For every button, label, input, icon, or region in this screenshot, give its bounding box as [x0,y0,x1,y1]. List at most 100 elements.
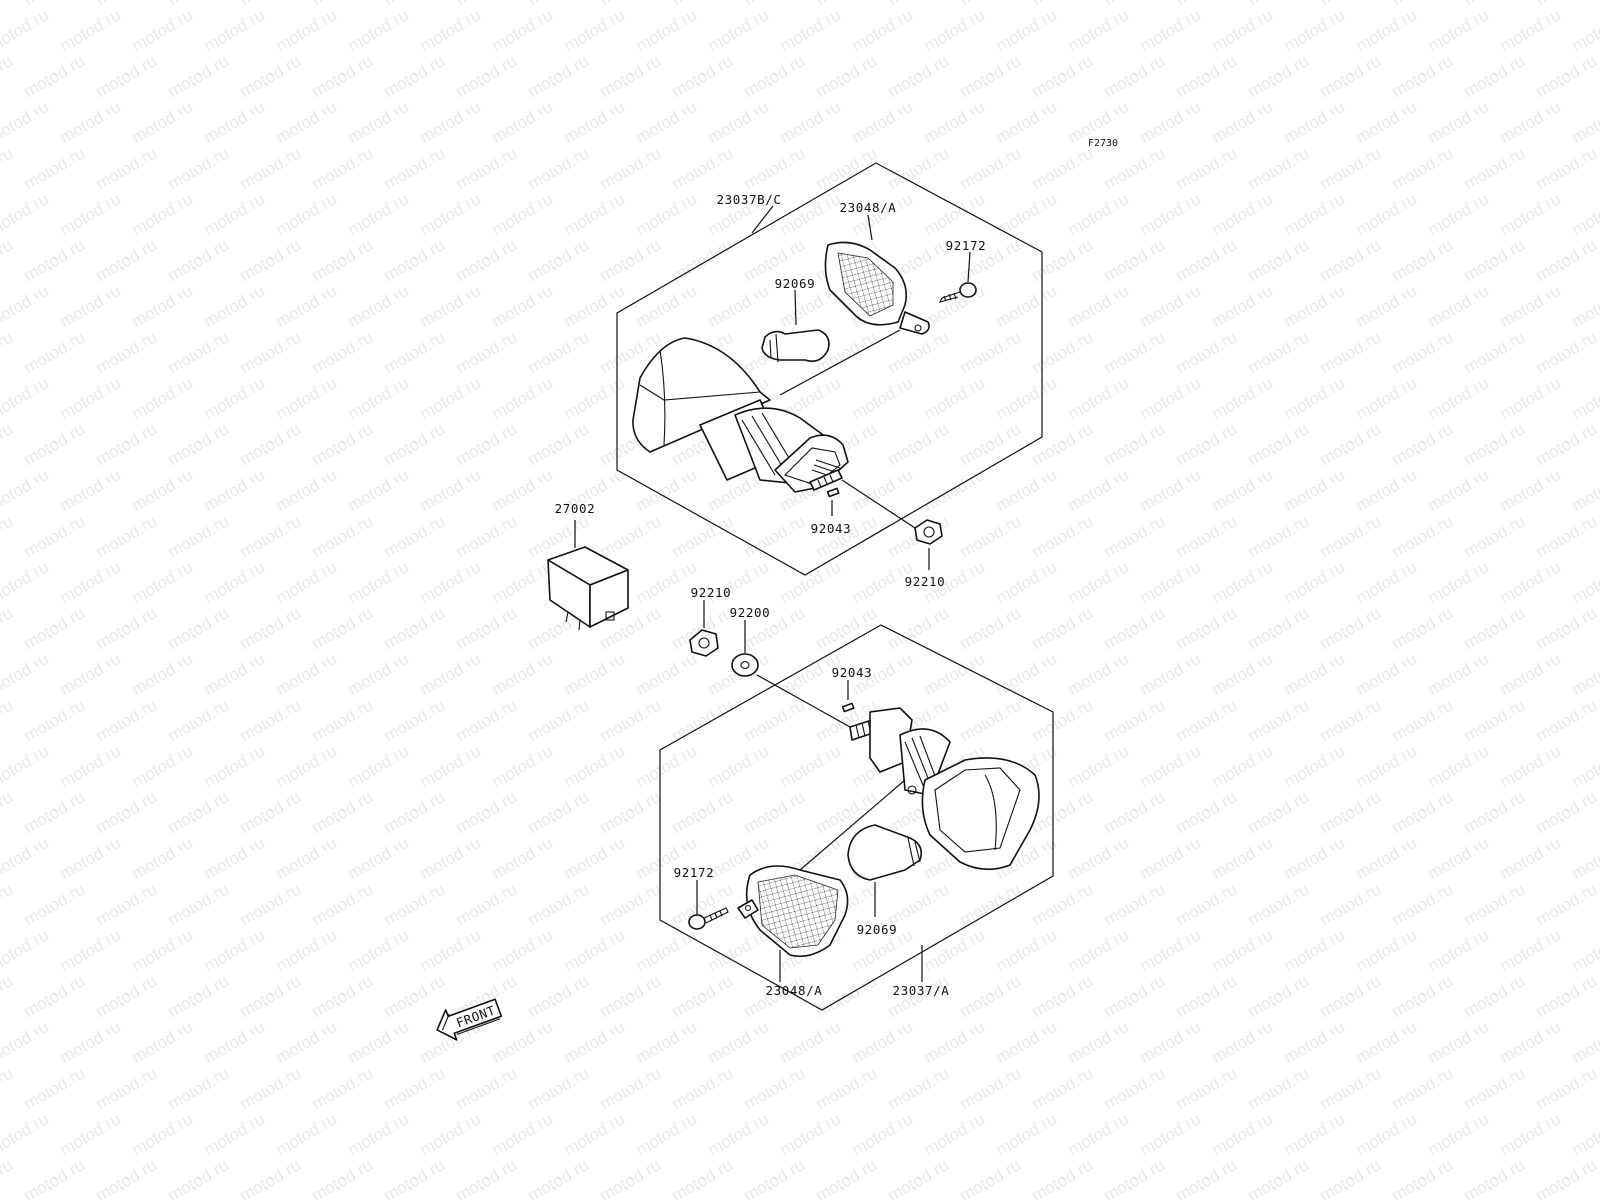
watermark-text: motod.ru [1389,695,1457,745]
watermark-text: motod.ru [1065,373,1133,423]
watermark-text: motod.ru [165,603,233,653]
watermark-text: motod.ru [1569,833,1600,883]
watermark-text: motod.ru [1209,557,1277,607]
watermark-text: motod.ru [921,373,989,423]
watermark-text: motod.ru [21,787,89,837]
watermark-text: motod.ru [1101,511,1169,561]
watermark-text: motod.ru [93,603,161,653]
watermark-text: motod.ru [525,327,593,377]
watermark-text: motod.ru [0,97,52,147]
watermark-text: motod.ru [345,281,413,331]
watermark-text: motod.ru [0,5,52,55]
watermark-text: motod.ru [381,0,449,9]
watermark-text: motod.ru [1317,603,1385,653]
watermark-text: motod.ru [669,511,737,561]
watermark-text: motod.ru [525,143,593,193]
watermark-text: motod.ru [561,649,629,699]
watermark-text: motod.ru [1497,373,1565,423]
watermark-text: motod.ru [1353,741,1421,791]
watermark-text: motod.ru [1173,879,1241,929]
watermark-text: motod.ru [129,925,197,975]
watermark-text: motod.ru [129,833,197,883]
watermark-text: motod.ru [1101,51,1169,101]
watermark-text: motod.ru [1533,1063,1600,1113]
watermark-text: motod.ru [1389,235,1457,285]
watermark-text: motod.ru [489,97,557,147]
watermark-text: motod.ru [885,1155,953,1200]
watermark-text: motod.ru [1065,741,1133,791]
watermark-text: motod.ru [237,603,305,653]
label-relay: 27002 [555,501,596,516]
watermark-text: motod.ru [489,925,557,975]
watermark-text: motod.ru [453,143,521,193]
watermark-text: motod.ru [93,695,161,745]
watermark-text: motod.ru [165,0,233,9]
watermark-text: motod.ru [381,327,449,377]
watermark-text: motod.ru [165,879,233,929]
label-lower-assembly: 23037/A [893,983,950,998]
upper-housing [632,337,849,493]
watermark-text: motod.ru [453,695,521,745]
watermark-text: motod.ru [381,971,449,1021]
watermark-text: motod.ru [273,189,341,239]
watermark-text: motod.ru [1245,1155,1313,1200]
watermark-text: motod.ru [1101,419,1169,469]
label-upper-nut: 92210 [905,574,946,589]
watermark-text: motod.ru [0,51,16,101]
watermark-text: motod.ru [1533,235,1600,285]
watermark-text: motod.ru [921,465,989,515]
watermark-text: motod.ru [705,5,773,55]
watermark-text: motod.ru [129,1109,197,1159]
watermark-text: motod.ru [1533,419,1600,469]
watermark-text: motod.ru [525,1155,593,1200]
watermark-text: motod.ru [1497,557,1565,607]
watermark-text: motod.ru [345,741,413,791]
watermark-text: motod.ru [57,741,125,791]
watermark-text: motod.ru [129,465,197,515]
upper-bulb [761,329,830,363]
watermark-text: motod.ru [525,787,593,837]
watermark-text: motod.ru [993,1017,1061,1067]
watermark-text: motod.ru [309,419,377,469]
watermark-text: motod.ru [1137,649,1205,699]
watermark-text: motod.ru [741,695,809,745]
watermark-text: motod.ru [597,143,665,193]
upper-nut [914,519,943,545]
watermark-text: motod.ru [1425,925,1493,975]
watermark-text: motod.ru [417,281,485,331]
watermark-text: motod.ru [921,189,989,239]
watermark-text: motod.ru [1245,1063,1313,1113]
watermark-text: motod.ru [1569,925,1600,975]
watermark-text: motod.ru [1281,97,1349,147]
upper-grommet [826,487,840,498]
watermark-text: motod.ru [1101,1063,1169,1113]
watermark-text: motod.ru [1317,787,1385,837]
watermark-text: motod.ru [1137,465,1205,515]
label-upper-screw: 92172 [946,238,987,253]
watermark-text: motod.ru [957,603,1025,653]
watermark-text: motod.ru [237,51,305,101]
watermark-text: motod.ru [669,695,737,745]
watermark-text: motod.ru [0,281,52,331]
watermark-text: motod.ru [1029,143,1097,193]
watermark-text: motod.ru [381,511,449,561]
watermark-text: motod.ru [1245,603,1313,653]
watermark-text: motod.ru [1245,879,1313,929]
watermark-text: motod.ru [1569,1109,1600,1159]
watermark-text: motod.ru [201,373,269,423]
watermark-text: motod.ru [1353,649,1421,699]
watermark-text: motod.ru [597,0,665,9]
watermark-text: motod.ru [705,1017,773,1067]
watermark-text: motod.ru [1137,5,1205,55]
watermark-text: motod.ru [93,419,161,469]
watermark-text: motod.ru [597,1155,665,1200]
lower-washer [731,653,759,677]
watermark-text: motod.ru [93,879,161,929]
lower-screw [688,907,729,930]
watermark-text: motod.ru [1281,281,1349,331]
watermark-text: motod.ru [1281,5,1349,55]
watermark-text: motod.ru [1425,281,1493,331]
watermark-text: motod.ru [0,143,16,193]
watermark-text: motod.ru [345,1109,413,1159]
watermark-text: motod.ru [1281,465,1349,515]
